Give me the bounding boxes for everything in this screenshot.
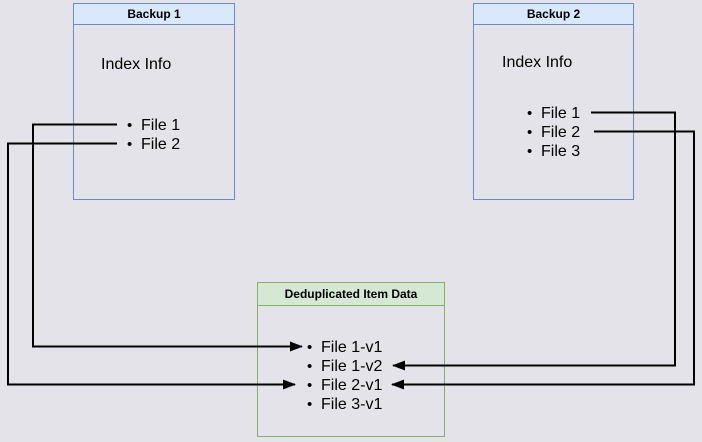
dedup-list-item-file1-v1: File 1-v1 <box>307 338 382 357</box>
backup2-node: Backup 2 Index Info File 1 File 2 File 3 <box>473 3 634 200</box>
backup2-file-list: File 1 File 2 File 3 <box>527 104 580 161</box>
dedup-list-item-file3-v1: File 3-v1 <box>307 395 382 414</box>
backup2-list-item-file2: File 2 <box>527 123 580 142</box>
backup1-header: Backup 1 <box>74 4 234 25</box>
dedup-title: Deduplicated Item Data <box>284 287 418 301</box>
dedup-header: Deduplicated Item Data <box>258 283 444 306</box>
backup2-header: Backup 2 <box>474 4 633 25</box>
backup1-file-list: File 1 File 2 <box>127 116 180 154</box>
backup2-list-item-file3: File 3 <box>527 142 580 161</box>
deduplicated-item-data-node: Deduplicated Item Data File 1-v1 File 1-… <box>257 282 445 437</box>
backup1-title: Backup 1 <box>127 7 181 21</box>
backup1-index-info-label: Index Info <box>101 56 172 73</box>
dedup-list-item-file2-v1: File 2-v1 <box>307 376 382 395</box>
backup1-list-item-file2: File 2 <box>127 135 180 154</box>
backup1-list-item-file1: File 1 <box>127 116 180 135</box>
backup1-node: Backup 1 Index Info File 1 File 2 <box>73 3 235 200</box>
dedup-list-item-file1-v2: File 1-v2 <box>307 357 382 376</box>
backup2-list-item-file1: File 1 <box>527 104 580 123</box>
dedup-item-list: File 1-v1 File 1-v2 File 2-v1 File 3-v1 <box>307 338 382 414</box>
backup2-index-info-label: Index Info <box>502 54 573 71</box>
backup2-title: Backup 2 <box>526 7 581 21</box>
